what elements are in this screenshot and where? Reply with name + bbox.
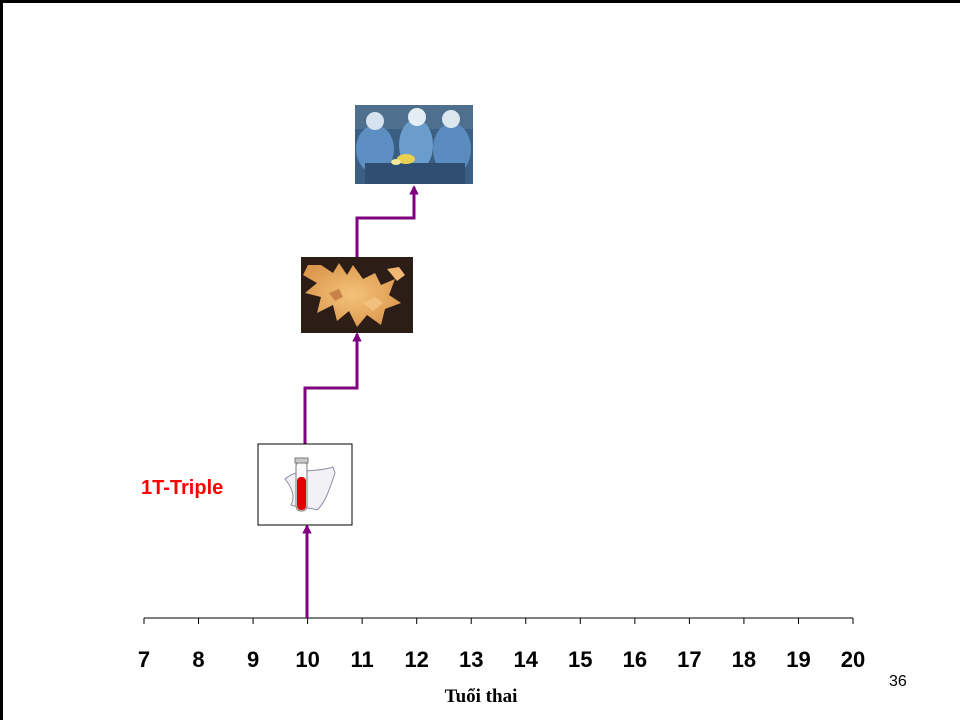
tick-label: 11 <box>350 647 374 672</box>
tick-label: 20 <box>840 647 866 672</box>
tick-label: 8 <box>192 647 205 672</box>
tick-label: 10 <box>295 647 320 672</box>
tick-label: 16 <box>622 647 648 672</box>
tick-label: 15 <box>568 647 593 672</box>
tick-label: 12 <box>404 647 429 672</box>
chorionic-villi-specimen-photo <box>301 257 413 333</box>
page-number: 36 <box>889 673 907 690</box>
tick-label: 14 <box>513 647 539 672</box>
tick-label: 9 <box>246 647 260 672</box>
tick-label: 17 <box>677 647 702 672</box>
surgical-team-photo <box>355 105 473 184</box>
blood-test-tube-icon <box>294 457 309 512</box>
blood-tube-picture <box>257 443 353 526</box>
tick-label: 7 <box>137 647 151 672</box>
timeline-tick-marks <box>143 618 854 624</box>
tick-label: 13 <box>458 647 484 672</box>
arrow-to-specimen <box>303 332 362 444</box>
tick-label: 18 <box>731 647 757 672</box>
timeline-diagram <box>143 105 854 624</box>
test-label: 1T-Triple <box>141 477 224 499</box>
tick-label: 19 <box>786 647 811 672</box>
axis-title: Tuổi thai <box>444 686 518 707</box>
arrow-to-surgery <box>355 185 419 257</box>
